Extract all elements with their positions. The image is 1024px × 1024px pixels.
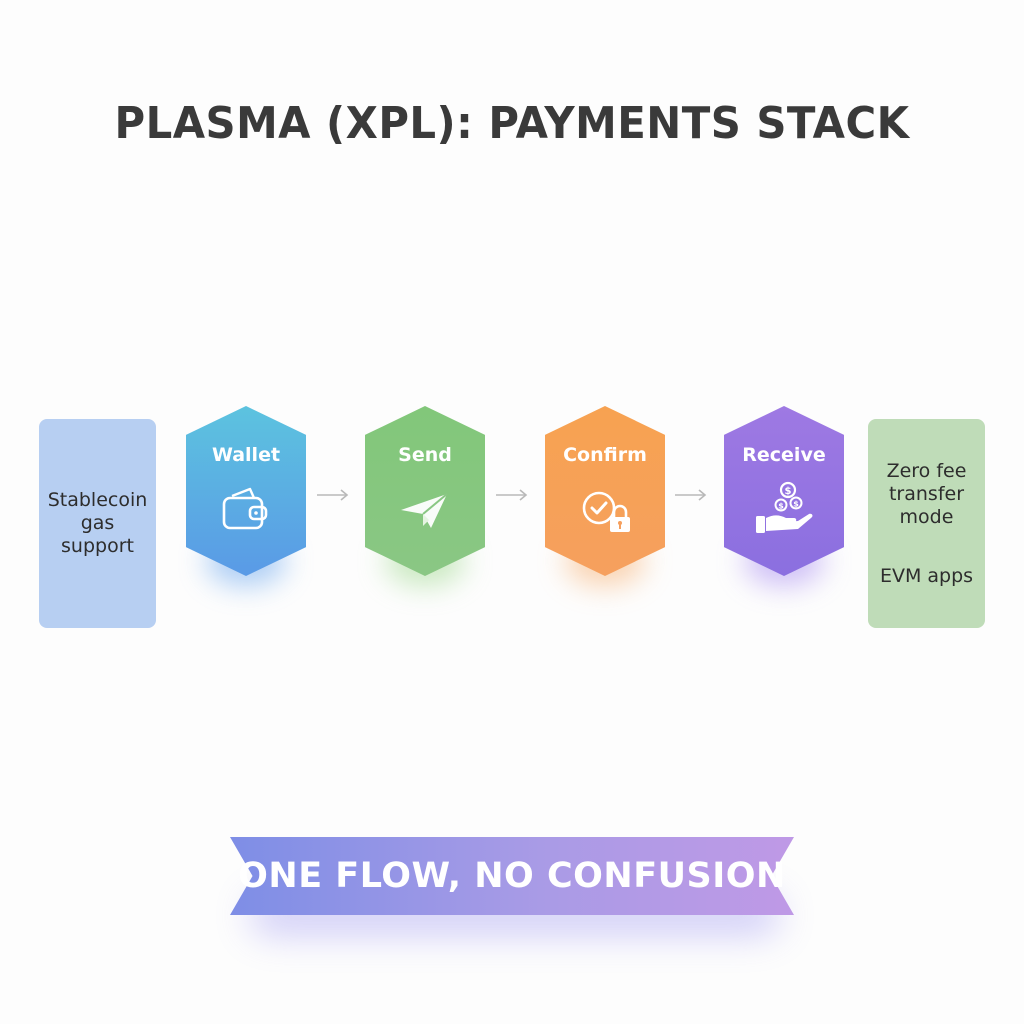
confirm-label: Confirm <box>563 444 647 466</box>
paper-plane-icon <box>401 493 448 528</box>
left-box-line: gas <box>80 512 115 534</box>
features-box: Zero fee transfer mode EVM apps <box>868 419 985 628</box>
right-box-line: mode <box>899 505 954 528</box>
stablecoin-gas-box: Stablecoin gas support <box>39 419 156 628</box>
svg-text:$: $ <box>793 500 799 509</box>
receive-node: Receive $ $ $ <box>724 406 844 586</box>
wallet-node: Wallet <box>186 406 306 586</box>
left-box-line: support <box>61 535 134 557</box>
page-title: PLASMA (XPL): PAYMENTS STACK <box>114 98 910 149</box>
receive-label: Receive <box>742 444 826 466</box>
right-box-line: transfer <box>888 482 965 505</box>
right-box-line: Zero fee <box>886 459 967 482</box>
svg-text:$: $ <box>778 502 784 511</box>
hexagon-shape <box>724 406 844 576</box>
hand-coins-icon: $ $ $ <box>756 481 813 533</box>
hexagon-shape <box>365 406 485 576</box>
check-lock-icon <box>582 491 630 532</box>
arrow-icon <box>317 489 349 501</box>
ribbon-banner <box>230 837 794 915</box>
banner-text: ONE FLOW, NO CONFUSION <box>238 856 786 896</box>
confirm-node: Confirm <box>545 406 665 586</box>
send-node: Send <box>365 406 485 586</box>
right-box-line: EVM apps <box>879 564 974 587</box>
wallet-label: Wallet <box>211 444 281 466</box>
svg-text:$: $ <box>785 486 792 497</box>
send-label: Send <box>398 444 452 466</box>
wallet-icon <box>222 487 268 530</box>
arrow-icon <box>675 489 707 501</box>
left-box-line: Stablecoin <box>47 489 148 511</box>
arrow-icon <box>496 489 528 501</box>
hexagon-shape <box>545 406 665 576</box>
